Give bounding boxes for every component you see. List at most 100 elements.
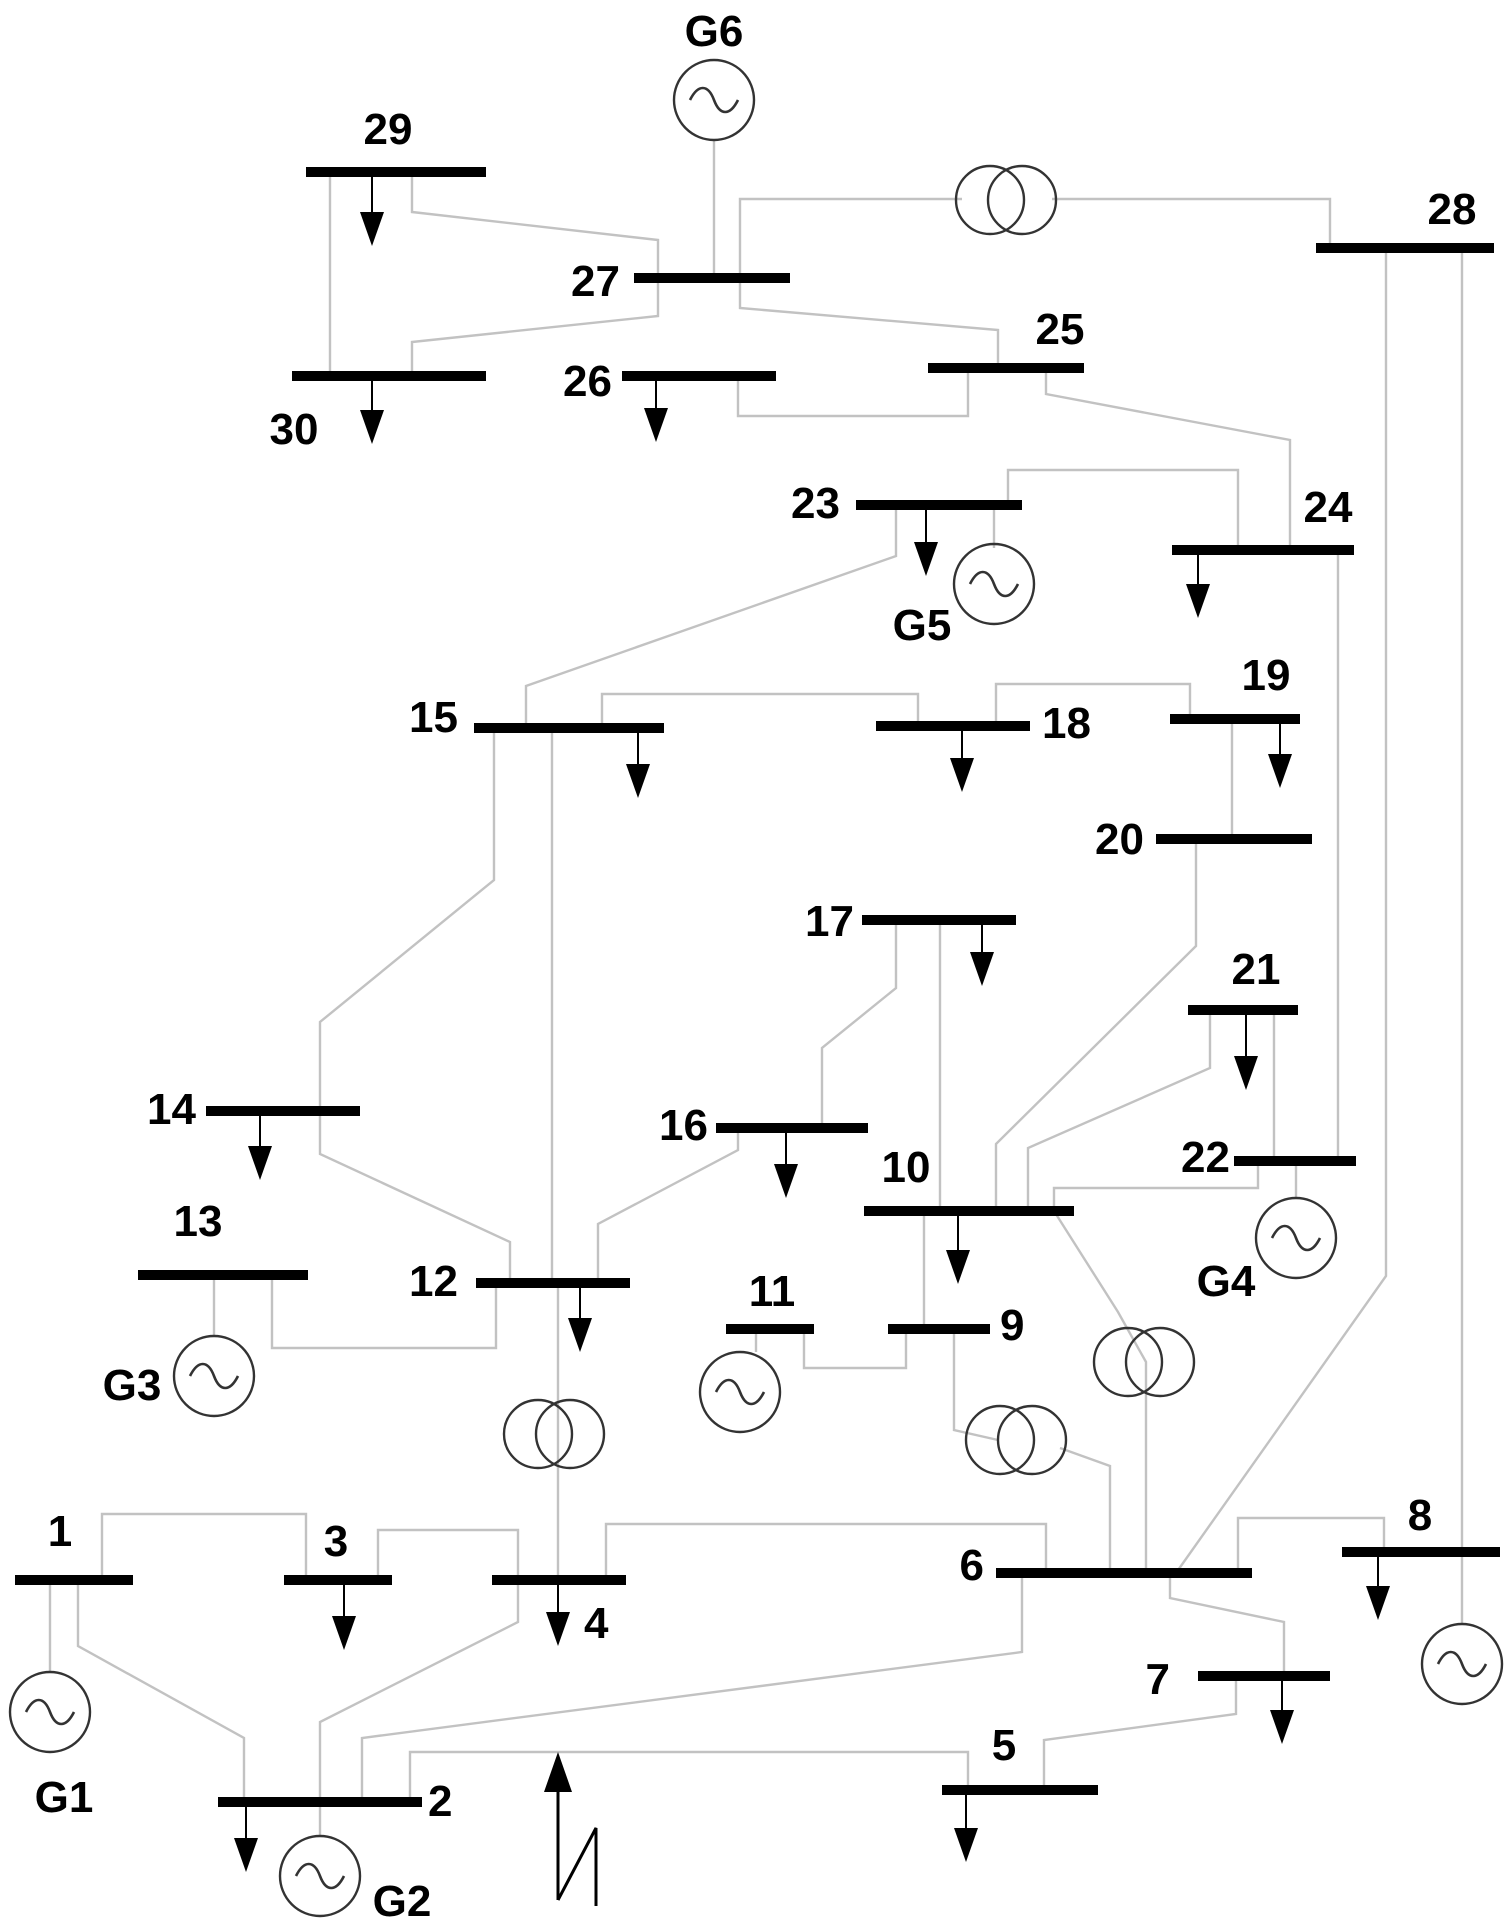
line-25-26 <box>736 368 970 418</box>
generator-bus11-icon <box>698 1350 782 1434</box>
label-generator-g5: G5 <box>893 601 952 650</box>
generator-g5-icon <box>952 542 1036 626</box>
label-bus-1: 1 <box>48 1507 72 1556</box>
generator-g4-icon <box>1254 1196 1338 1280</box>
loads <box>234 177 1390 1872</box>
label-bus-13: 13 <box>174 1197 223 1246</box>
transformer-27-28 <box>954 164 1058 236</box>
label-bus-17: 17 <box>805 897 854 946</box>
line-13-12 <box>270 1275 498 1350</box>
transformers <box>502 164 1196 1476</box>
generator-g2-icon <box>278 1834 362 1918</box>
label-generator-g3: G3 <box>103 1361 162 1410</box>
label-bus-16: 16 <box>659 1101 708 1150</box>
load-arrow-15 <box>626 733 650 798</box>
tx-branch-9-6 <box>952 1329 999 1442</box>
label-bus-22: 22 <box>1181 1133 1230 1182</box>
label-bus-11: 11 <box>749 1267 796 1316</box>
tx-branch-27-28 <box>738 197 962 278</box>
label-bus-8: 8 <box>1408 1491 1432 1540</box>
label-bus-23: 23 <box>791 479 840 528</box>
label-bus-27: 27 <box>571 257 620 306</box>
tx-branch-10-6 <box>1052 1210 1148 1573</box>
generator-bus8-icon <box>1420 1622 1504 1706</box>
load-arrow-3 <box>332 1585 356 1650</box>
transformer-6-9 <box>964 1404 1068 1476</box>
line-23-24 <box>1006 468 1240 550</box>
label-bus-18: 18 <box>1042 699 1091 748</box>
line-16-17 <box>820 920 898 1128</box>
label-bus-3: 3 <box>324 1517 348 1566</box>
label-bus-9: 9 <box>1000 1301 1024 1350</box>
tx-branch-28-27 <box>1052 197 1332 248</box>
label-bus-21: 21 <box>1232 945 1281 994</box>
line-15-14 <box>318 728 496 1111</box>
load-arrow-12 <box>568 1288 592 1352</box>
load-arrow-14 <box>248 1116 272 1180</box>
load-arrow-26 <box>644 381 668 442</box>
line-10-22 <box>1052 1161 1260 1211</box>
line-1-2 <box>76 1580 246 1802</box>
line-23-15 <box>524 505 898 728</box>
transformer-4-12 <box>502 1398 606 1470</box>
line-4-6 <box>604 1522 1048 1580</box>
line-9-11 <box>802 1329 908 1370</box>
line-30-27 <box>410 278 660 376</box>
load-arrow-8 <box>1366 1557 1390 1620</box>
label-generator-g4: G4 <box>1197 1257 1256 1306</box>
line-7-5 <box>1042 1676 1238 1790</box>
load-arrow-21 <box>1234 1015 1258 1090</box>
line-6-28 <box>1175 248 1388 1574</box>
load-arrow-16 <box>774 1133 798 1198</box>
label-bus-15: 15 <box>409 693 458 742</box>
label-bus-19: 19 <box>1242 651 1291 700</box>
label-bus-25: 25 <box>1036 305 1085 354</box>
load-arrow-19 <box>1268 724 1292 788</box>
bus-labels: 1 2 3 4 5 6 7 8 9 10 11 12 13 14 15 16 1… <box>48 105 1477 1826</box>
line-27-25 <box>738 278 1000 368</box>
line-29-27 <box>410 172 660 278</box>
label-generator-g2: G2 <box>373 1877 432 1926</box>
line-3-4 <box>376 1528 520 1580</box>
label-bus-26: 26 <box>563 357 612 406</box>
load-arrow-10 <box>946 1216 970 1284</box>
generator-labels: G1 G2 G3 G4 G5 G6 <box>35 7 1256 1926</box>
generator-g1-icon <box>8 1670 92 1754</box>
generator-g3-icon <box>172 1334 256 1418</box>
line-25-24 <box>1044 368 1292 550</box>
buses <box>15 167 1500 1807</box>
load-arrow-18 <box>950 731 974 792</box>
label-bus-14: 14 <box>147 1085 196 1134</box>
fault-lightning-icon <box>544 1752 598 1906</box>
line-1-3 <box>100 1512 308 1580</box>
line-2-5 <box>408 1750 970 1802</box>
line-18-19 <box>994 682 1192 726</box>
label-bus-12: 12 <box>409 1257 458 1306</box>
load-arrow-7 <box>1270 1681 1294 1744</box>
label-bus-6: 6 <box>960 1541 984 1590</box>
label-bus-5: 5 <box>992 1721 1016 1770</box>
label-bus-24: 24 <box>1304 483 1353 532</box>
label-bus-2: 2 <box>428 1777 452 1826</box>
load-arrow-23 <box>914 510 938 576</box>
label-bus-30: 30 <box>270 405 319 454</box>
generator-g6-icon <box>672 58 756 142</box>
label-bus-20: 20 <box>1095 815 1144 864</box>
label-bus-10: 10 <box>882 1143 931 1192</box>
load-arrow-24 <box>1186 555 1210 618</box>
load-arrow-4 <box>546 1585 570 1646</box>
line-6-7 <box>1168 1573 1286 1676</box>
transformer-6-10 <box>1092 1326 1196 1398</box>
generators <box>8 58 1504 1918</box>
load-arrow-2 <box>234 1807 258 1872</box>
label-generator-g1: G1 <box>35 1773 94 1822</box>
label-bus-7: 7 <box>1146 1655 1170 1704</box>
line-6-8 <box>1236 1516 1386 1573</box>
load-arrow-29 <box>360 177 384 246</box>
line-16-12 <box>596 1128 740 1283</box>
line-2-6 <box>360 1573 1024 1802</box>
label-bus-4: 4 <box>584 1599 609 1648</box>
line-20-10 <box>994 839 1198 1211</box>
transmission-lines <box>48 140 1464 1836</box>
